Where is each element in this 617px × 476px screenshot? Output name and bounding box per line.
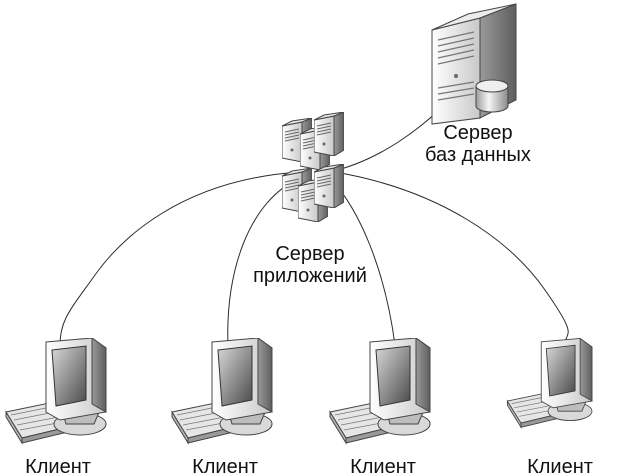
client-3: Клиент [329,338,431,476]
app-server-label-line1: Сервер [275,243,344,265]
app-server-label-line2: приложений [253,265,367,287]
database-cylinder-icon [475,79,509,113]
client-label: Клиент [192,456,258,476]
database-server: Сервер баз данных [425,3,531,166]
workstation-icon [5,338,107,444]
workstation-icon [171,338,273,444]
workstation-icon [329,338,431,444]
db-server-label-line1: Сервер [443,122,512,144]
workstation-icon [506,338,593,428]
client-label: Клиент [350,456,416,476]
link-app-client-4 [334,171,569,346]
client-2: Клиент [171,338,273,476]
server-cluster-icon [282,112,344,222]
client-4: Клиент [506,338,593,476]
client-label: Клиент [527,456,593,476]
client-1: Клиент [5,338,107,476]
client-label: Клиент [25,456,91,476]
db-server-label-line2: баз данных [425,144,531,166]
application-server: Сервер приложений [253,112,367,287]
link-app-client-1 [59,171,301,346]
